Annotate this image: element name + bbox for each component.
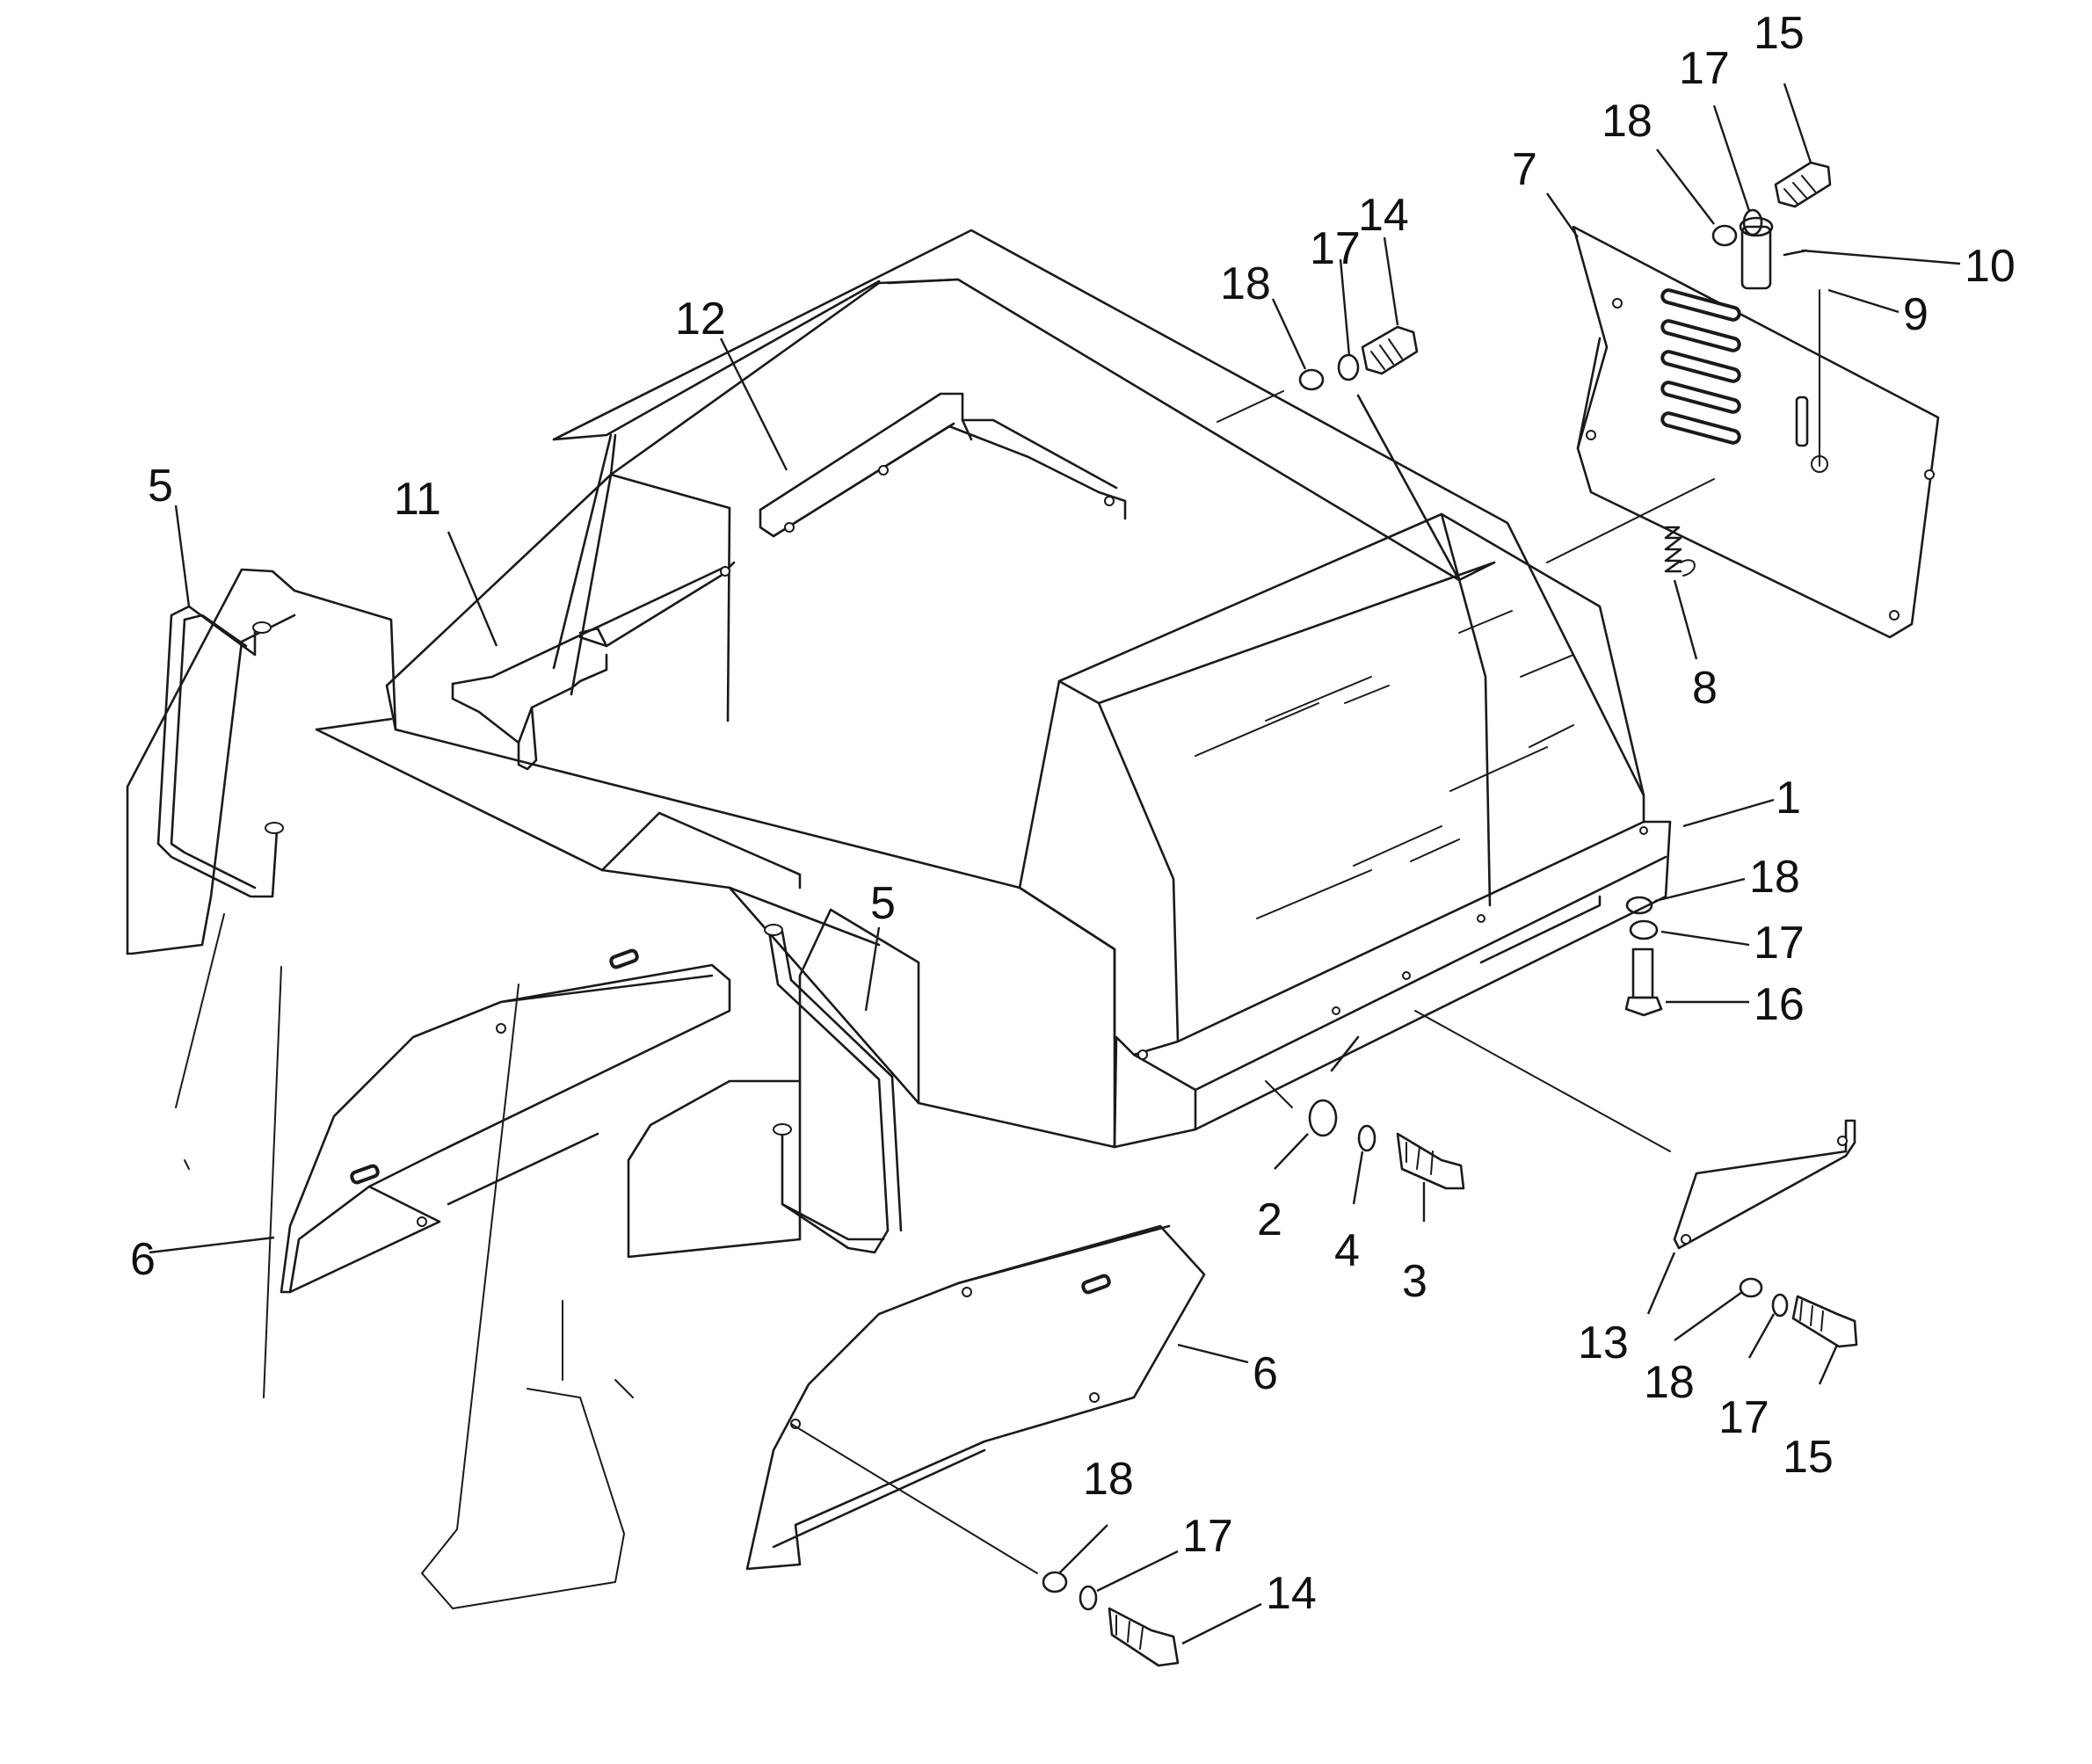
callout-7: 7 bbox=[1512, 144, 1537, 195]
bracket-13 bbox=[1673, 1119, 1856, 1250]
callout-17-right: 17 bbox=[1754, 918, 1805, 969]
callout-18-right: 18 bbox=[1749, 852, 1800, 903]
callout-8: 8 bbox=[1692, 663, 1718, 714]
callout-18-bottom: 18 bbox=[1083, 1454, 1134, 1505]
callout-10: 10 bbox=[1965, 241, 2016, 292]
callout-6-left: 6 bbox=[130, 1234, 156, 1285]
callout-18-topright: 18 bbox=[1602, 96, 1653, 147]
guard-6-right bbox=[745, 1224, 1206, 1571]
engine-hood-cover bbox=[385, 229, 1672, 1149]
callout-5-center: 5 bbox=[870, 878, 896, 929]
callout-17-top: 17 bbox=[1310, 223, 1361, 274]
callout-15-bottom: 15 bbox=[1783, 1432, 1834, 1483]
fasteners bbox=[1042, 161, 1858, 1667]
callout-2: 2 bbox=[1257, 1194, 1282, 1245]
callout-14-top: 14 bbox=[1358, 190, 1409, 241]
callout-3: 3 bbox=[1402, 1256, 1427, 1307]
side-cover-7 bbox=[1572, 225, 1940, 639]
callout-6-right: 6 bbox=[1253, 1348, 1278, 1399]
callout-13: 13 bbox=[1578, 1318, 1629, 1368]
callout-18-top: 18 bbox=[1220, 258, 1271, 309]
callout-4: 4 bbox=[1334, 1225, 1360, 1276]
callout-5-left: 5 bbox=[148, 461, 173, 512]
callout-11: 11 bbox=[394, 474, 441, 525]
bracket-12 bbox=[759, 392, 1127, 538]
callout-18-lowerright: 18 bbox=[1644, 1357, 1695, 1408]
callout-9: 9 bbox=[1903, 289, 1929, 340]
callout-14-bottom: 14 bbox=[1266, 1568, 1317, 1619]
callout-1: 1 bbox=[1776, 773, 1801, 824]
callout-17-topright: 17 bbox=[1679, 43, 1730, 94]
callout-12: 12 bbox=[675, 294, 726, 345]
handle-5-left bbox=[156, 605, 284, 898]
callout-17-lowerright: 17 bbox=[1718, 1392, 1769, 1443]
callout-15-top: 15 bbox=[1754, 8, 1805, 59]
handle-5-center bbox=[764, 924, 903, 1254]
callout-17-bottom: 17 bbox=[1182, 1511, 1233, 1562]
frame-bracket-11 bbox=[451, 561, 736, 771]
guard-6-left bbox=[280, 948, 731, 1294]
callout-16: 16 bbox=[1754, 979, 1805, 1030]
callout-labels: 1 2 3 4 5 5 6 6 7 8 9 10 11 12 13 14 14 … bbox=[130, 8, 2016, 1619]
left-housing bbox=[126, 568, 1116, 1610]
leader-lines bbox=[149, 83, 1961, 1645]
